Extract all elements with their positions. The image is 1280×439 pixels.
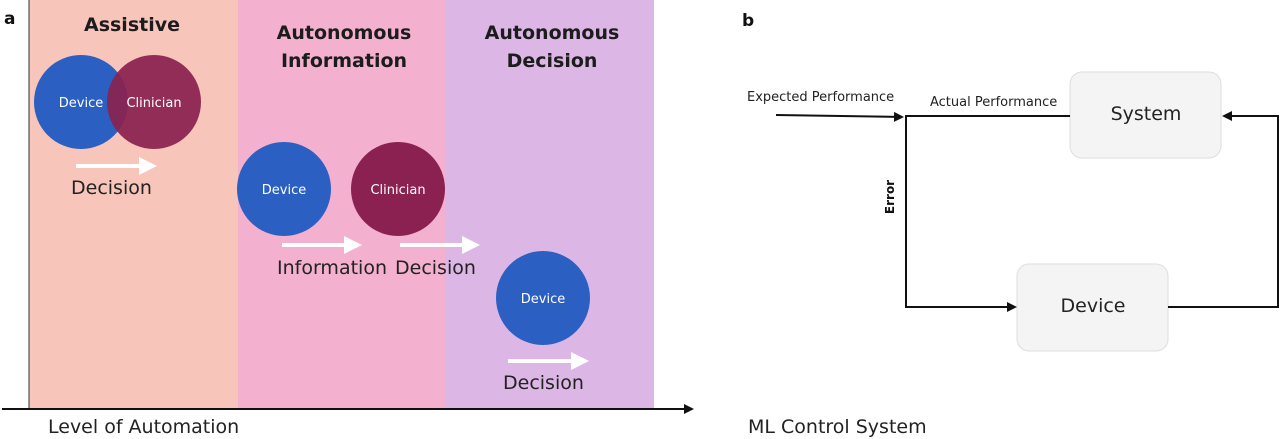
ml-control-system-caption: ML Control System: [748, 416, 927, 438]
assistive-decision-label: Decision: [71, 177, 152, 199]
panel-b-letter: b: [742, 11, 754, 31]
system-label: System: [1111, 103, 1182, 125]
autoinfo-information-label: Information: [277, 257, 387, 279]
device-to-system-line: [1168, 111, 1279, 308]
band-title-autonomous-decision-line1: Autonomous: [485, 22, 620, 44]
assistive-device-circle: [34, 55, 128, 149]
autoinfo-device-label: Device: [262, 183, 306, 198]
band-title-assistive: Assistive: [84, 14, 180, 36]
band-title-autonomous-information-line1: Autonomous: [277, 22, 412, 44]
autoinfo-clinician-circle: [351, 142, 445, 236]
device-label: Device: [1061, 295, 1126, 317]
assistive-device-label: Device: [59, 96, 103, 111]
assistive-clinician-circle: [107, 55, 201, 149]
error-label: Error: [883, 180, 897, 214]
autoinfo-clinician-label: Clinician: [370, 183, 425, 198]
actual-performance-line: [905, 115, 1070, 312]
expected-performance-arrow: [775, 111, 904, 122]
automation-axis-label: Level of Automation: [48, 416, 239, 438]
panel-a-letter: a: [4, 9, 15, 29]
assistive-clinician-label: Clinician: [126, 96, 181, 111]
expected-performance-label: Expected Performance: [747, 90, 894, 105]
actual-performance-label: Actual Performance: [930, 95, 1057, 110]
autoinfo-device-circle: [237, 142, 331, 236]
band-title-autonomous-information-line2: Information: [281, 50, 407, 72]
autodecision-device-circle: [496, 251, 590, 345]
autodecision-decision-label: Decision: [503, 372, 584, 394]
band-title-autonomous-decision-line2: Decision: [507, 50, 598, 72]
autodecision-device-label: Device: [521, 292, 565, 307]
autoinfo-decision-label: Decision: [395, 257, 476, 279]
